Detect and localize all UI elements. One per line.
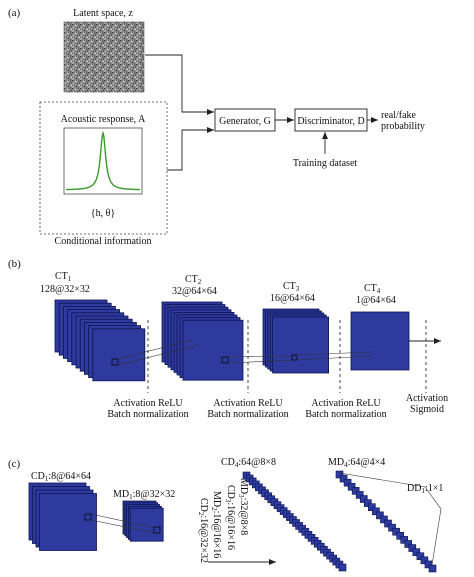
ct3-dims: 16@64×64 [270,293,315,304]
training-dataset-label: Training dataset [293,158,358,169]
md4-cube [376,511,384,520]
ct1-dims: 128@32×32 [40,284,90,295]
md1-kernel-box [153,526,161,534]
panel-b: (b) CT1 128@32×32 CT2 32@64×64 CT3 16@64… [8,258,448,420]
ct4-dims: 1@64×64 [356,295,396,306]
latent-noise-image [63,21,145,93]
md4-cube [380,515,388,524]
dense-connection-lines [339,472,442,566]
md4-cube [355,491,364,499]
md4-cube [420,556,429,565]
ct2-feature-stack [161,301,244,381]
md4-cube [368,503,376,511]
conditional-info-label: Conditional information [55,236,152,247]
ct2-label: CT2 [185,274,202,286]
ct3-projection-line [296,355,373,361]
latent-to-generator-line [145,54,214,115]
panel-c-label: (c) [8,458,21,470]
ct2-projection-line [227,355,297,358]
ct3-feature-stack [262,308,330,374]
panel-a-label: (a) [8,7,21,19]
cd1-feature-stack [28,482,97,551]
ct4-label: CT4 [364,283,381,295]
cd1-projection-line [90,513,156,529]
ct3-label: CT3 [283,281,300,293]
md4-cube [388,523,396,532]
ct1-projection-line [117,344,200,366]
panel-c: (c) CD1:8@64×64 MD1:8@32×32 CD2:16@32×32… [8,457,443,573]
conditional-to-generator-line [167,127,214,171]
ct1-feature-map [92,328,146,382]
conditional-info-box [39,101,168,235]
md4-cube [392,527,400,536]
panel-b-label: (b) [8,258,21,270]
activation-label-line2: Sigmoid [410,404,444,415]
activation-label-line1: Activation ReLU [213,398,283,409]
md4-cube [396,532,404,540]
generator-label: Generator, G [219,116,271,127]
md4-feature-chain [335,470,437,573]
activation-label-line1: Activation [406,393,448,404]
md4-cube [372,507,380,516]
md3-label: MD3:32@8×8 [237,478,249,535]
acoustic-response-label: Acoustic response, A [61,114,146,125]
md4-cube [416,552,425,561]
md2-label: MD2:16@16×16 [210,491,222,558]
dd1-label: DD1:1×1 [407,483,443,495]
cd4-label: CD4:64@8×8 [221,457,276,469]
cd1-feature-map [39,493,97,551]
ct3-feature-map [272,316,330,374]
md4-cube [359,495,368,503]
acoustic-response-curve [65,130,141,191]
cd4-cube [338,563,347,572]
ct3-kernel-box [291,354,298,361]
ct4-feature-map [350,311,410,371]
md4-cube [412,548,421,556]
activation-label-line2: Batch normalization [207,409,288,420]
md4-cube [428,564,437,573]
md4-cube [335,470,344,479]
activation-label-line1: Activation ReLU [113,398,183,409]
md1-label: MD1:8@32×32 [113,489,175,501]
cd4-feature-chain [242,471,347,572]
cd1-kernel-box [84,513,92,521]
ct2-dims: 32@64×64 [172,286,217,297]
acoustic-plot-frame [63,127,143,195]
md4-cube [364,499,372,507]
cd2-label: CD2:16@32×32 [197,498,209,563]
ct1-label: CT1 [55,271,72,283]
latent-space-label: Latent space, z [73,8,133,19]
activation-label-line1: Activation ReLU [311,398,381,409]
params-label: {h, θ} [91,208,115,219]
ct1-kernel-box [111,358,119,366]
ct1-feature-stack [54,299,146,382]
md4-cube [351,487,360,495]
output-label-line1: real/fake [381,110,417,121]
md4-cube [343,478,352,487]
md4-cube [339,474,348,483]
ct1-projection-line [117,339,193,360]
ct2-projection-line [227,359,297,364]
md4-label: MD4:64@4×4 [328,457,385,469]
md4-cube [384,519,392,528]
cd1-projection-line [90,519,156,534]
output-label-line2: probability [381,121,425,132]
md1-feature-map [129,507,164,542]
ct3-projection-line [296,351,373,356]
cd1-label: CD1:8@64×64 [31,471,91,483]
ct2-feature-map [182,319,244,381]
md4-cube [347,482,356,491]
panel-a: (a) Latent space, z Acoustic response, A… [8,7,425,247]
md4-cube [408,544,417,552]
discriminator-label: Discriminator, D [297,116,364,127]
ct2-kernel-box [221,356,229,364]
activation-label-line2: Batch normalization [107,409,188,420]
md1-feature-stack [122,500,164,542]
md4-cube [400,536,408,544]
activation-label-line2: Batch normalization [305,409,386,420]
md4-cube [404,540,413,548]
cd3-label: CD3:16@16×16 [224,485,236,550]
